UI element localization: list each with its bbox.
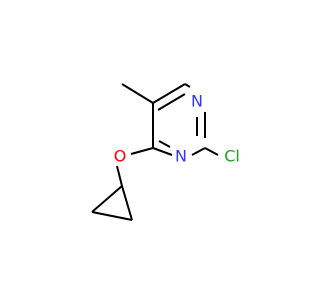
bond-o-cyclopropyl	[116, 165, 123, 187]
bond-cyclopropyl-b	[91, 211, 133, 221]
bond-c5-methyl	[121, 83, 154, 104]
nitrogen-label-top: N	[191, 92, 203, 111]
bond-c2-cl	[204, 147, 219, 156]
nitrogen-label-bottom: N	[175, 147, 187, 166]
bond-c4-o	[130, 147, 154, 155]
chemical-structure: N N O Cl	[91, 83, 240, 221]
bond-c5-c6	[152, 83, 186, 104]
bond-c5-c6-double	[157, 93, 186, 111]
oxygen-label: O	[114, 147, 127, 166]
bond-cyclopropyl-c	[121, 185, 133, 221]
bond-n3-c4	[152, 147, 173, 156]
bond-c2-n3	[191, 147, 206, 156]
bond-c6-n1	[184, 83, 191, 88]
bond-n3-c4-double	[158, 140, 171, 148]
chlorine-label: Cl	[224, 147, 240, 166]
bond-cyclopropyl-a	[91, 185, 123, 213]
